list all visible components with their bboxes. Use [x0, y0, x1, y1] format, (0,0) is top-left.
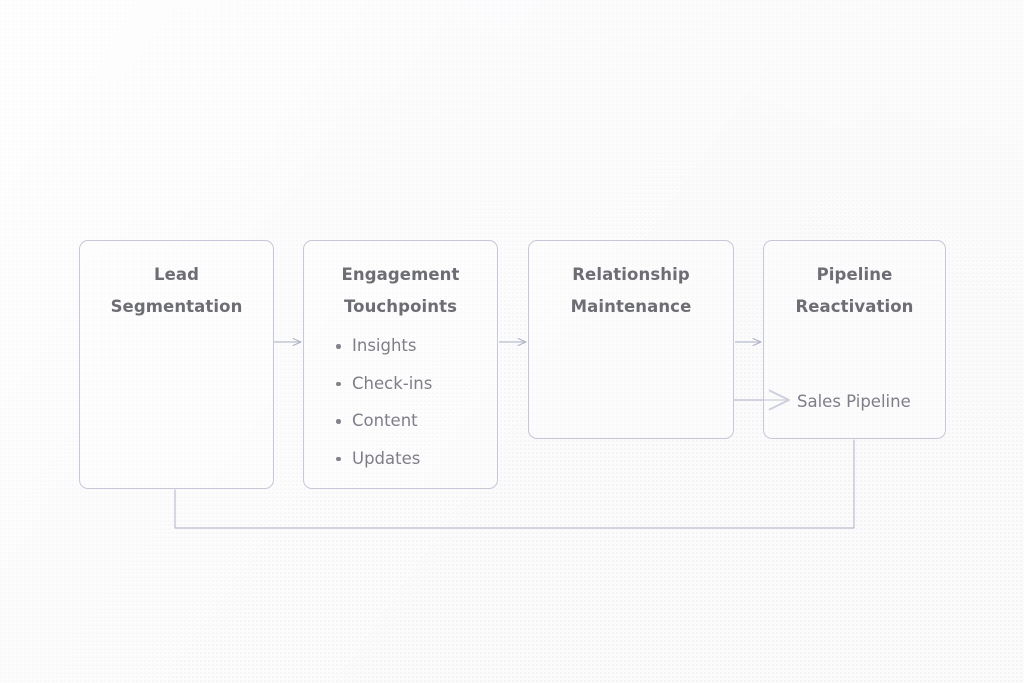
node-title: Relationship Maintenance: [570, 265, 692, 316]
node-bullet-list: Insights Check-ins Content Updates: [304, 338, 497, 467]
list-item: Updates: [334, 450, 497, 468]
node-title: Lead Segmentation: [110, 265, 243, 316]
node-relationship-maintenance[interactable]: Relationship Maintenance: [528, 240, 734, 439]
node-title: Engagement Touchpoints: [341, 265, 460, 316]
connector-feedback-loop: [174, 439, 855, 529]
node-title: Pipeline Reactivation: [795, 265, 914, 316]
edge-label-sales-pipeline: Sales Pipeline: [797, 392, 911, 411]
list-item: Check-ins: [334, 375, 497, 393]
list-item: Content: [334, 413, 497, 430]
node-engagement-touchpoints[interactable]: Engagement Touchpoints Insights Check-in…: [303, 240, 498, 489]
node-lead-segmentation[interactable]: Lead Segmentation: [79, 240, 274, 489]
node-pipeline-reactivation[interactable]: Pipeline Reactivation: [763, 240, 946, 439]
list-item: Insights: [334, 338, 497, 355]
